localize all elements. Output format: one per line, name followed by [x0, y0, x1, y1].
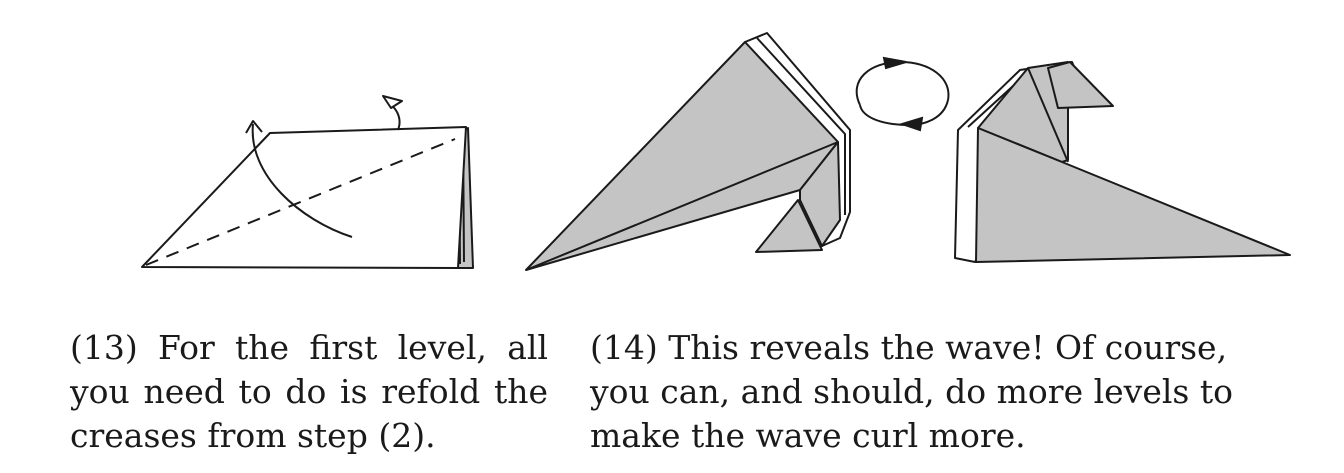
rotate-arrowhead-bottom-icon — [898, 116, 924, 132]
step-13-front-flap — [141, 126, 467, 269]
left-figure-crease — [525, 141, 839, 271]
right-figure-head — [1047, 61, 1114, 109]
curved-arrow-icon — [251, 123, 353, 238]
step-14-caption-line-2: you can, and should, do more levels to — [590, 372, 1233, 411]
rotate-arc-top-icon — [855, 60, 950, 106]
rotate-symbol — [855, 56, 950, 132]
step-14-left-figure — [525, 32, 851, 271]
step-13-caption-line-3: creases from step (2). — [70, 416, 436, 455]
step-14-caption: (14) This reveals the wave! Of course, y… — [590, 326, 1233, 458]
turn-over-arrowhead-icon — [382, 95, 403, 109]
rotate-arc-bottom-icon — [859, 99, 949, 127]
step-13-caption-line-1: (13) For the first level, all — [70, 328, 548, 367]
step-13-diagram — [141, 95, 474, 269]
left-figure-head — [755, 199, 823, 253]
right-figure-main-wing — [975, 127, 1291, 263]
left-figure-neck — [799, 141, 841, 247]
step-14-caption-line-3: make the wave curl more. — [590, 416, 1026, 455]
left-figure-edge — [756, 37, 846, 215]
right-figure-crease — [1027, 67, 1069, 163]
rotate-arrowhead-top-icon — [882, 56, 907, 70]
step-14-caption-line-1: (14) This reveals the wave! Of course, — [590, 328, 1228, 367]
step-13-valley-fold-line — [145, 138, 456, 266]
step-13-caption: (13) For the first level, all you need t… — [70, 326, 548, 458]
arrow-head-icon — [245, 120, 263, 134]
step-13-caption-line-2: you need to do is refold the — [70, 372, 548, 411]
step-14-right-figure — [954, 61, 1291, 263]
diagram-row — [141, 32, 1291, 271]
